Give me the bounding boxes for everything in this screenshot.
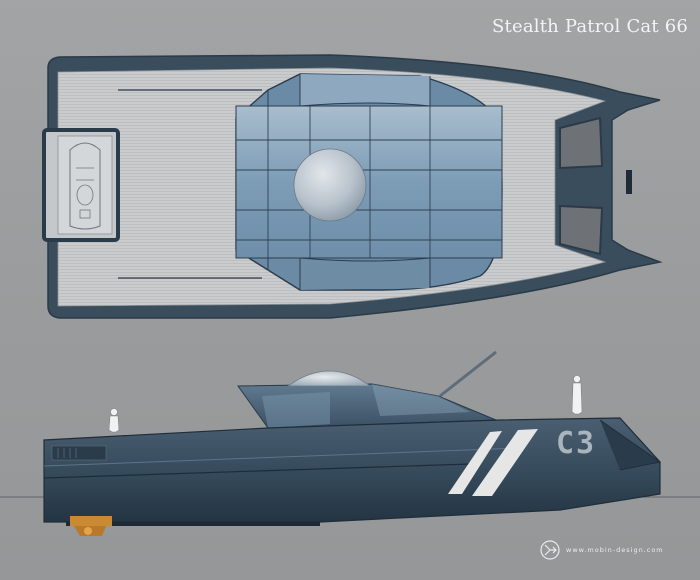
crew-figure-bow xyxy=(571,375,583,415)
roof-panel-grid xyxy=(236,106,502,258)
profile-radar-dome xyxy=(286,370,372,387)
keel xyxy=(66,522,320,526)
radar-dome xyxy=(293,148,367,222)
cabin-glass xyxy=(235,105,503,259)
bow-window-starboard xyxy=(559,204,604,256)
propeller-drive xyxy=(70,516,112,536)
logo-mark-icon xyxy=(540,540,560,560)
tender-boat xyxy=(69,142,101,230)
profile-cabin xyxy=(237,383,497,429)
crew-figure-aft xyxy=(108,408,120,433)
bow-window-port xyxy=(559,116,604,170)
hull-marking: C3 xyxy=(556,426,597,461)
page-title: Stealth Patrol Cat 66 xyxy=(492,16,689,37)
livery-stripe-2 xyxy=(472,429,538,496)
plan-view xyxy=(42,54,663,319)
watermark-url: www.mobin-design.com xyxy=(566,546,664,554)
aft-vent xyxy=(51,445,107,461)
livery-stripe-1 xyxy=(448,431,502,494)
mast xyxy=(439,350,497,398)
